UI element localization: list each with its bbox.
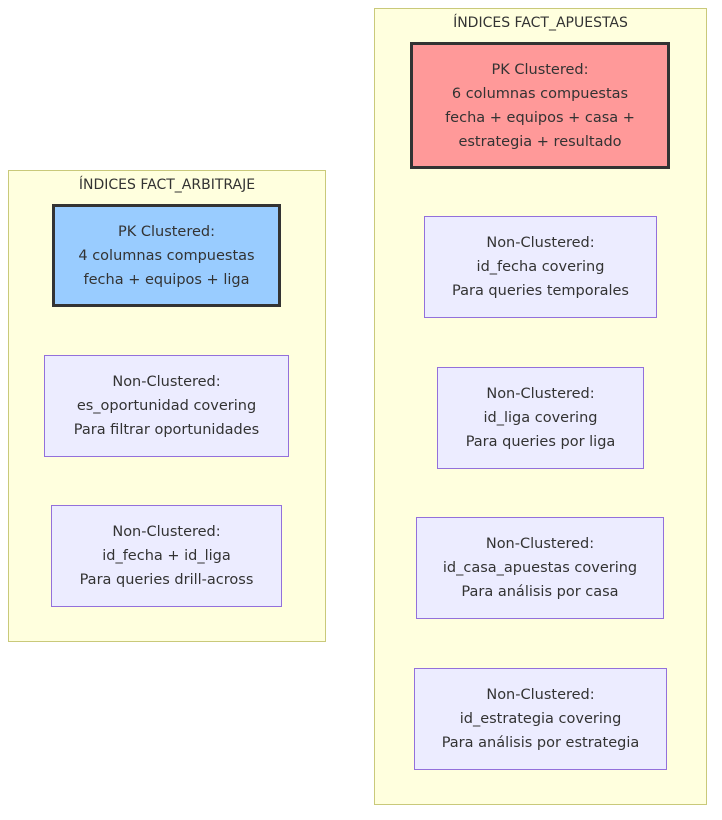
node-line: id_casa_apuestas covering	[442, 560, 638, 576]
node-line: Non-Clustered:	[486, 235, 595, 251]
node-arbitraje-pk-clustered: PK Clustered: 4 columnas compuestas fech…	[52, 204, 281, 307]
node-line: Para filtrar oportunidades	[73, 422, 260, 438]
node-line: Para queries por liga	[465, 434, 616, 450]
node-line: Non-Clustered:	[485, 536, 595, 552]
node-line: id_fecha covering	[476, 259, 605, 275]
node-line: estrategia + resultado	[458, 133, 622, 150]
node-line: Non-Clustered:	[112, 524, 221, 540]
node-line: 6 columnas compuestas	[451, 85, 629, 102]
node-apuestas-id-estrategia: Non-Clustered: id_estrategia covering Pa…	[414, 668, 667, 770]
node-arbitraje-es-oportunidad: Non-Clustered: es_oportunidad covering P…	[44, 355, 289, 457]
cluster-title-apuestas: ÍNDICES FACT_APUESTAS	[453, 15, 628, 31]
node-line: es_oportunidad covering	[76, 398, 257, 414]
node-line: Para queries temporales	[452, 283, 629, 299]
node-line: id_estrategia covering	[459, 711, 622, 727]
node-line: fecha + equipos + casa +	[445, 109, 635, 126]
node-line: Non-Clustered:	[486, 386, 595, 402]
cluster-title-arbitraje: ÍNDICES FACT_ARBITRAJE	[78, 177, 256, 193]
node-line: Non-Clustered:	[112, 374, 221, 390]
node-arbitraje-id-fecha-id-liga: Non-Clustered: id_fecha + id_liga Para q…	[51, 505, 282, 607]
node-apuestas-id-casa-apuestas: Non-Clustered: id_casa_apuestas covering…	[416, 517, 664, 619]
node-line: PK Clustered:	[491, 61, 589, 78]
node-line: 4 columnas compuestas	[78, 247, 255, 264]
node-apuestas-pk-clustered: PK Clustered: 6 columnas compuestas fech…	[410, 42, 670, 169]
node-line: PK Clustered:	[117, 223, 216, 240]
node-line: Non-Clustered:	[486, 687, 595, 703]
node-apuestas-id-liga: Non-Clustered: id_liga covering Para que…	[437, 367, 644, 469]
node-line: id_liga covering	[483, 410, 598, 426]
node-line: id_fecha + id_liga	[102, 548, 231, 564]
node-line: fecha + equipos + liga	[83, 271, 250, 288]
node-line: Para queries drill-across	[79, 572, 254, 588]
node-line: Para análisis por estrategia	[441, 735, 640, 751]
node-line: Para análisis por casa	[461, 584, 619, 600]
node-apuestas-id-fecha: Non-Clustered: id_fecha covering Para qu…	[424, 216, 657, 318]
